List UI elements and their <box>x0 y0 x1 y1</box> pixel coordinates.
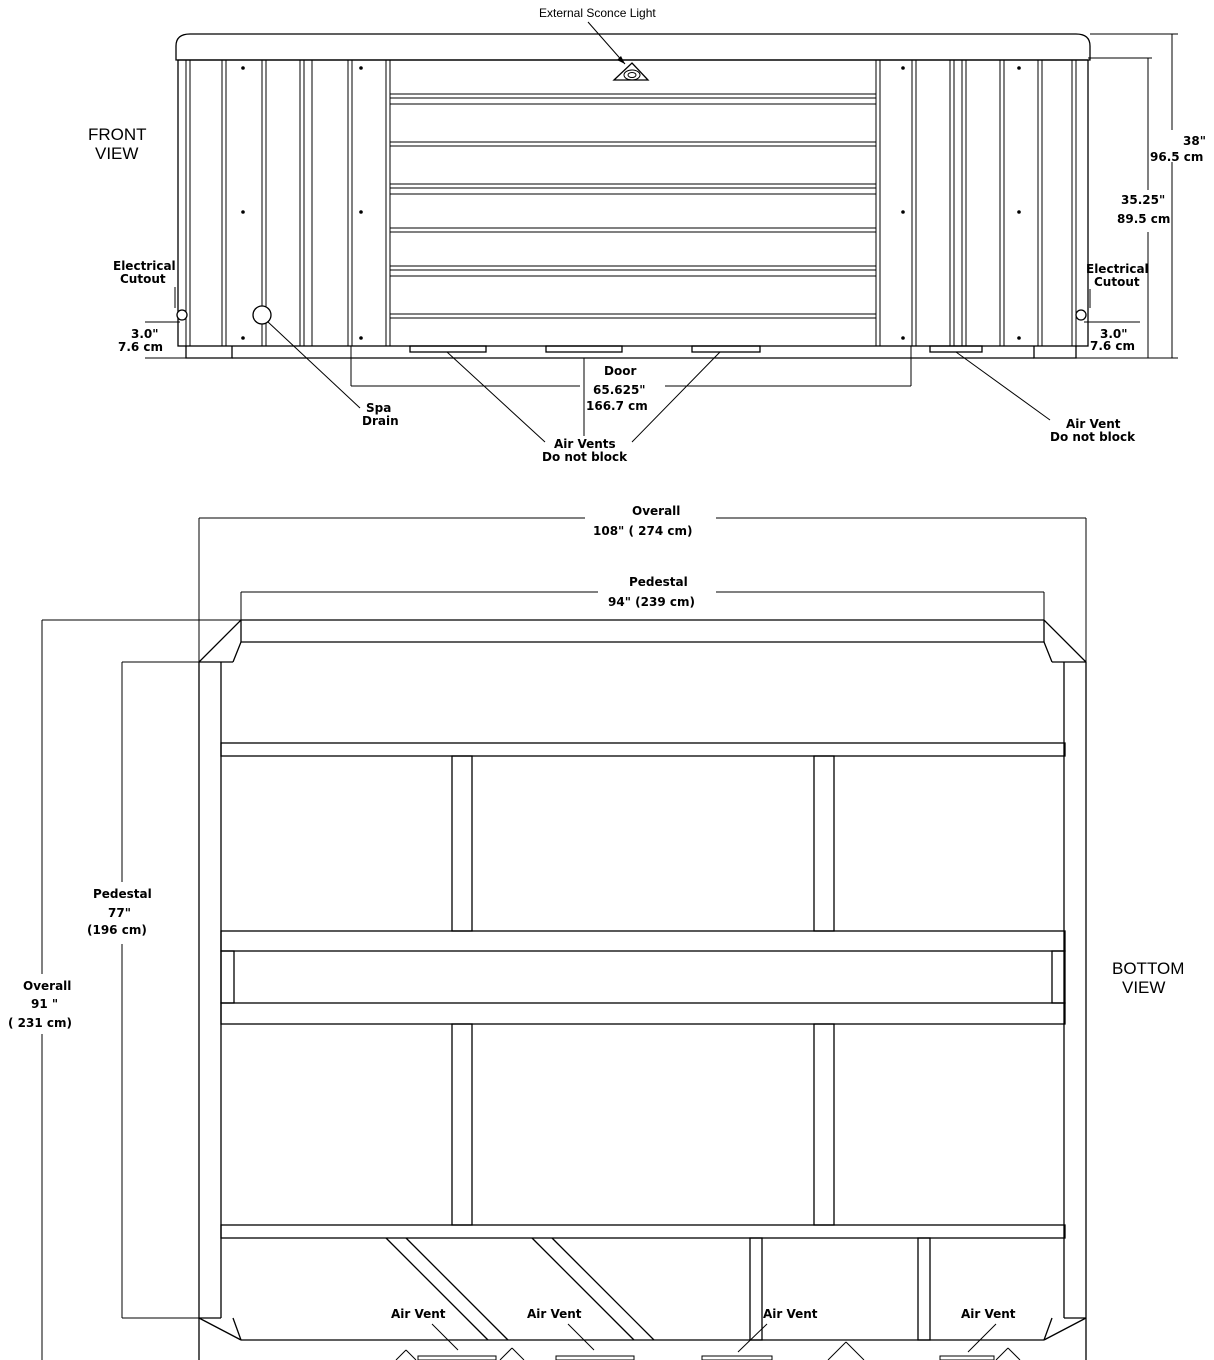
overall-depth-label: Overall <box>23 979 71 993</box>
overall-depth-cm: ( 231 cm) <box>8 1016 72 1030</box>
front-view: External Sconce Light FRONT VIEW 38" 96.… <box>88 6 1206 464</box>
pedestal-depth-dimension <box>121 661 199 1319</box>
sconce-light-icon <box>612 62 650 81</box>
height-dimension-lines <box>1076 33 1178 359</box>
spa-top-cap <box>175 33 1091 61</box>
bottom-air-vent-3: Air Vent <box>763 1307 818 1321</box>
front-view-title-1: FRONT <box>88 125 147 144</box>
cutout-right-cm: 7.6 cm <box>1090 339 1135 353</box>
pedestal-depth-in: 77" <box>108 906 131 920</box>
cutout-left-in: 3.0" <box>131 327 159 341</box>
height-overall-in: 38" <box>1183 134 1206 148</box>
cutout-dimension-lines <box>145 321 1140 359</box>
air-vent-leaders <box>446 351 1051 443</box>
overall-width-label: Overall <box>632 504 680 518</box>
air-vents-2: Do not block <box>542 450 628 464</box>
bottom-air-vent-4: Air Vent <box>961 1307 1016 1321</box>
door-in: 65.625" <box>593 383 646 397</box>
right-panel-boards <box>875 60 1077 346</box>
door-cm: 166.7 cm <box>586 399 648 413</box>
bottom-diagonal-braces <box>385 1237 655 1341</box>
bottom-air-vents <box>395 1341 1021 1360</box>
spa-base-right <box>1033 346 1077 359</box>
front-view-title-2: VIEW <box>95 144 138 163</box>
bottom-air-vent-1: Air Vent <box>391 1307 446 1321</box>
door-label: Door <box>604 364 636 378</box>
spa-cabinet <box>177 59 1089 347</box>
overall-depth-in: 91 " <box>31 997 58 1011</box>
pedestal-width-dimension <box>240 591 1045 620</box>
bottom-air-vent-leaders <box>431 1323 997 1353</box>
pedestal-width-label: Pedestal <box>629 575 688 589</box>
spa-drain-1: Spa <box>366 401 391 415</box>
cutout-left-cm: 7.6 cm <box>118 340 163 354</box>
overall-depth-dimension <box>41 619 241 1360</box>
front-air-vents <box>409 345 983 353</box>
air-vent-right-2: Do not block <box>1050 430 1136 444</box>
electrical-cutout-left-icon <box>176 309 188 321</box>
overall-width-dimension <box>198 517 1087 662</box>
sconce-leader <box>587 21 626 65</box>
air-vents-1: Air Vents <box>554 437 616 451</box>
bottom-frame <box>198 619 1087 1360</box>
left-panel-boards <box>185 60 391 346</box>
pedestal-width-value: 94" (239 cm) <box>608 595 695 609</box>
pedestal-depth-cm: (196 cm) <box>87 923 147 937</box>
electrical-cutout-right-icon <box>1075 309 1087 321</box>
bottom-joists <box>451 755 931 1341</box>
height-body-in: 35.25" <box>1121 193 1165 207</box>
bottom-air-vent-2: Air Vent <box>527 1307 582 1321</box>
electrical-left-2: Cutout <box>120 272 166 286</box>
spa-base-left <box>185 346 233 359</box>
cutout-right-in: 3.0" <box>1100 327 1128 341</box>
bottom-view-title-2: VIEW <box>1122 978 1165 997</box>
bottom-beams <box>220 742 1066 1239</box>
electrical-right-1: Electrical <box>1086 262 1149 276</box>
air-vent-right-1: Air Vent <box>1066 417 1121 431</box>
height-overall-cm: 96.5 cm <box>1150 150 1203 164</box>
sconce-label: External Sconce Light <box>539 6 656 20</box>
bottom-view-title-1: BOTTOM <box>1112 959 1184 978</box>
door-boards <box>390 93 876 319</box>
overall-width-value: 108" ( 274 cm) <box>593 524 692 538</box>
door-dimension-lines <box>350 346 912 436</box>
height-body-cm: 89.5 cm <box>1117 212 1170 226</box>
bottom-view: Overall 108" ( 274 cm) Pedestal 94" (239… <box>8 504 1184 1360</box>
panel-screws <box>241 66 1021 340</box>
electrical-right-2: Cutout <box>1094 275 1140 289</box>
pedestal-depth-label: Pedestal <box>93 887 152 901</box>
spa-drain-2: Drain <box>362 414 399 428</box>
electrical-left-1: Electrical <box>113 259 176 273</box>
spa-drain-icon <box>252 305 272 325</box>
